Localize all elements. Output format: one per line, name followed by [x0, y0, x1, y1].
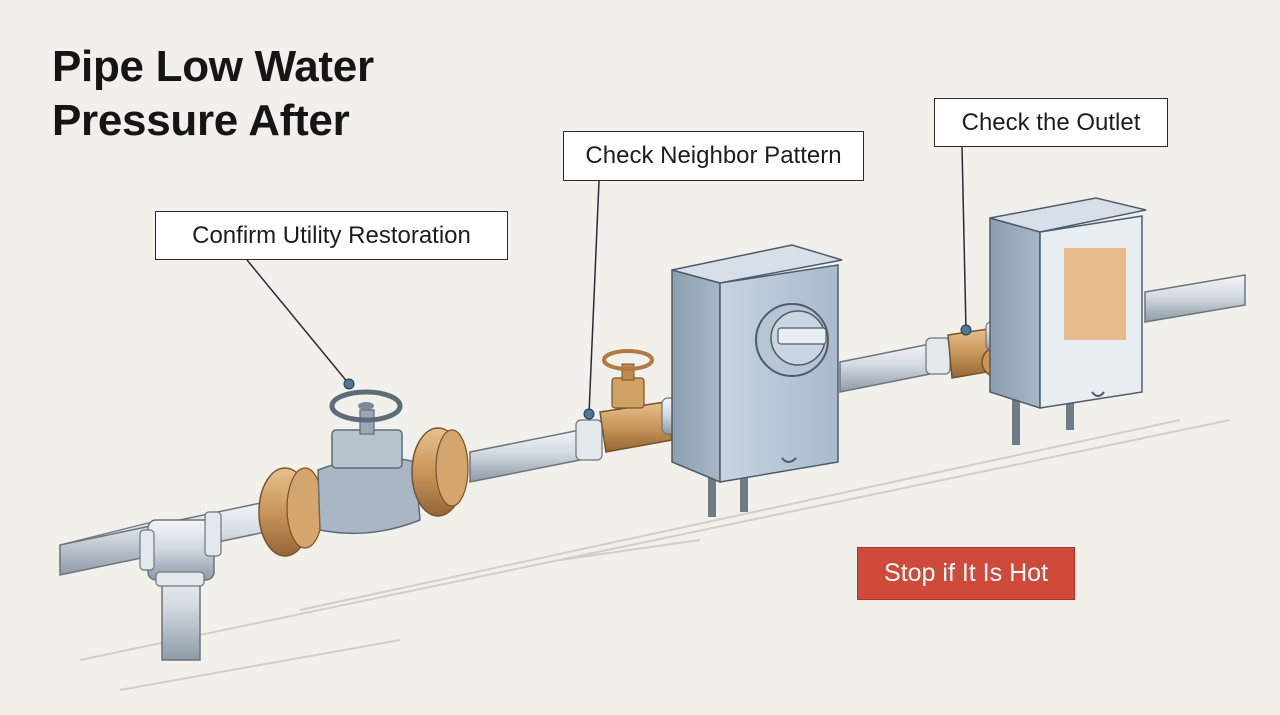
callout-confirm-utility-restoration: Confirm Utility Restoration — [155, 211, 508, 260]
callout-markers — [343, 324, 972, 420]
marker-neighbor — [583, 408, 595, 420]
meter-box — [671, 244, 843, 517]
title-line-1: Pipe Low Water — [52, 42, 374, 91]
leader-lines — [246, 146, 967, 415]
marker-restoration — [343, 378, 355, 390]
callout-check-the-outlet: Check the Outlet — [934, 98, 1168, 147]
leader-neighbor — [588, 180, 600, 415]
callout-check-neighbor-pattern: Check Neighbor Pattern — [563, 131, 864, 181]
page-title: Pipe Low Water Pressure After — [52, 40, 374, 148]
leader-restoration — [246, 259, 350, 385]
brass-spigot — [575, 349, 697, 461]
title-line-2: Pressure After — [52, 96, 350, 145]
gate-valve — [258, 389, 469, 557]
warning-badge: Stop if It Is Hot — [857, 547, 1075, 600]
leader-outlet — [961, 146, 967, 331]
ground-shading — [79, 419, 1231, 691]
tee-fitting — [139, 511, 222, 661]
outlet-cabinet — [989, 197, 1147, 445]
marker-outlet — [960, 324, 972, 336]
